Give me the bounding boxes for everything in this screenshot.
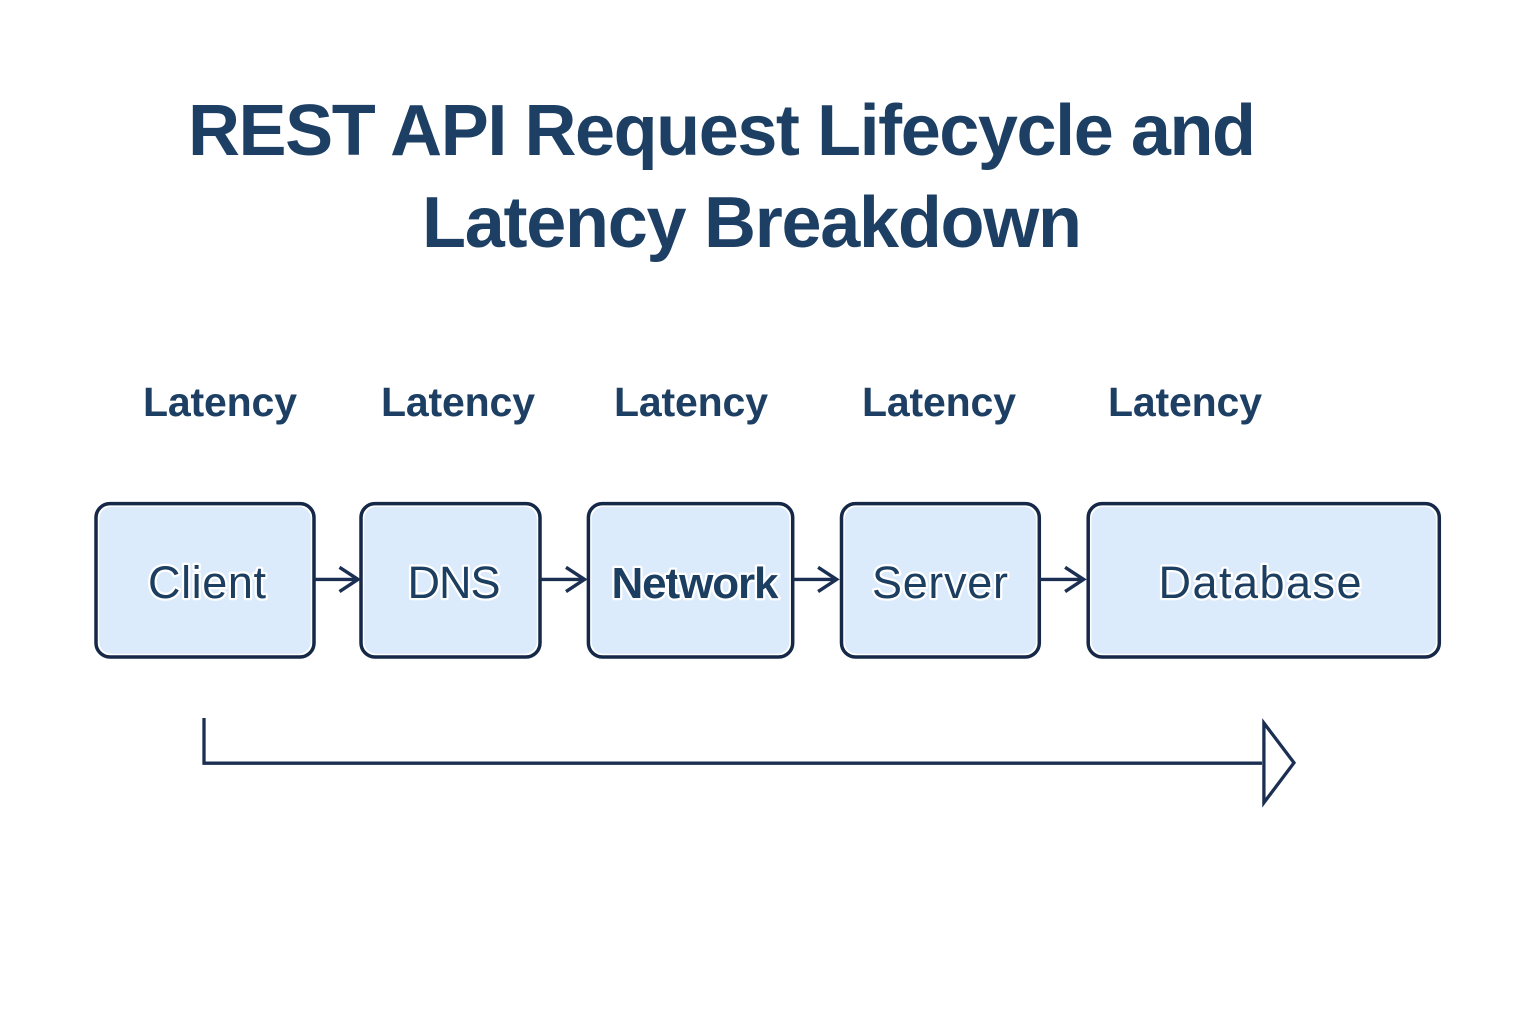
svg-text:Latency: Latency [143,379,297,425]
svg-text:Latency Breakdown: Latency Breakdown [422,183,1082,263]
svg-text:Latency: Latency [1108,379,1262,425]
svg-text:Latency: Latency [614,379,768,425]
svg-text:Server: Server [872,557,1008,608]
svg-text:DNS: DNS [408,557,501,608]
svg-text:Network: Network [612,559,780,608]
svg-text:REST API Request Lifecycle and: REST API Request Lifecycle and [188,91,1256,171]
svg-text:Latency: Latency [862,379,1016,425]
svg-text:Client: Client [148,557,266,608]
svg-text:Database: Database [1159,557,1362,608]
svg-text:Latency: Latency [381,379,535,425]
